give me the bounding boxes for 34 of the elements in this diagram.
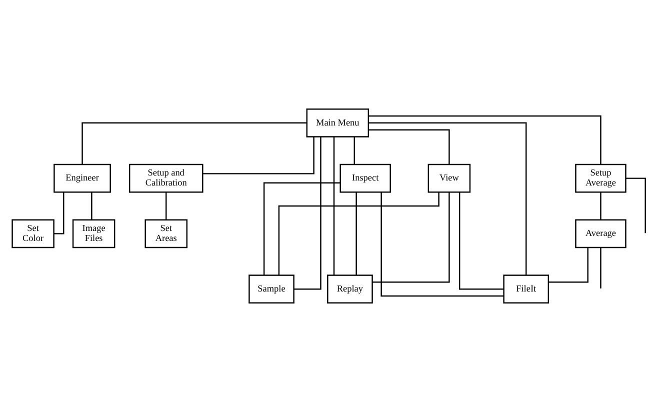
node-box: Average <box>575 218 626 248</box>
connector <box>263 182 340 275</box>
connector <box>166 192 167 220</box>
connector <box>368 128 450 164</box>
node-box: Replay <box>327 274 373 304</box>
connector <box>548 247 588 282</box>
connector <box>380 192 504 296</box>
node-box: Sample <box>248 274 294 304</box>
connector <box>54 192 64 234</box>
connector <box>368 114 602 164</box>
connector <box>333 136 335 275</box>
node-box: Engineer <box>54 163 111 192</box>
connector <box>354 136 355 164</box>
connector <box>294 136 322 290</box>
node-box: Image Files <box>72 218 116 248</box>
connector <box>458 192 504 290</box>
connector <box>626 177 646 233</box>
connector <box>356 192 357 275</box>
node-box: Set Color <box>12 218 54 248</box>
connector <box>82 122 307 164</box>
connector <box>368 122 527 275</box>
node-box: Set Areas <box>144 218 188 248</box>
connector <box>600 192 602 220</box>
connector <box>600 247 602 288</box>
node-box: Inspect <box>340 163 391 192</box>
node-box: Setup and Calibration <box>128 163 204 192</box>
connector <box>372 192 450 282</box>
node-box: Main Menu <box>306 108 370 137</box>
node-box: FileIt <box>503 274 550 304</box>
connector <box>278 192 440 274</box>
connector <box>91 192 92 220</box>
node-box: Setup Average <box>575 163 626 192</box>
connector <box>203 136 314 174</box>
node-box: View <box>428 163 471 192</box>
